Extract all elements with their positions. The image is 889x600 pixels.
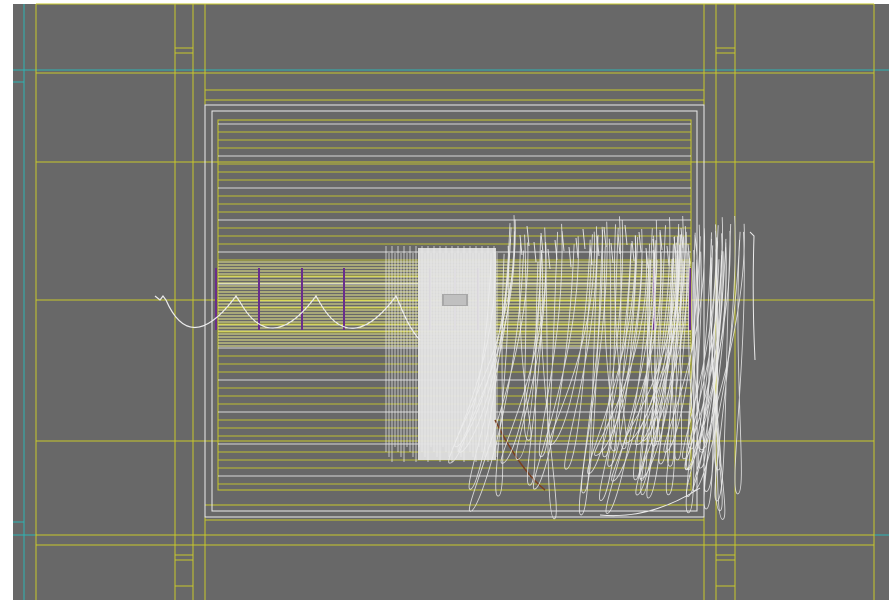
- loop-curve: [454, 219, 516, 448]
- loop-curve: [602, 219, 624, 458]
- loop-curve: [538, 223, 563, 458]
- loop-spike: [624, 224, 628, 246]
- loop-curve: [697, 237, 718, 469]
- loop-curve: [650, 232, 662, 447]
- loop-curve: [500, 243, 547, 464]
- loop-curve: [599, 235, 637, 502]
- loop-spike: [617, 233, 621, 255]
- loop-curve: [515, 241, 547, 460]
- loop-spike: [533, 241, 537, 263]
- loop-curve: [548, 231, 595, 446]
- loop-curve: [564, 226, 598, 470]
- dense-block: [385, 246, 546, 491]
- loop-curve: [710, 249, 726, 520]
- loop-curve: [468, 215, 515, 490]
- loop-curve: [646, 228, 680, 499]
- loop-spike: [519, 234, 523, 256]
- wave-curves: [154, 294, 421, 341]
- loop-curve: [703, 233, 723, 510]
- loop-spike: [666, 245, 670, 267]
- loop-curve: [633, 220, 658, 481]
- loop-curve: [594, 252, 647, 456]
- loop-curves: [448, 215, 756, 520]
- loop-spike: [680, 227, 684, 249]
- loop-curve: [682, 230, 717, 460]
- loop-spike: [540, 232, 544, 254]
- loop-spike: [638, 231, 642, 253]
- loop-curve: [684, 251, 724, 471]
- loop-curve: [674, 231, 688, 461]
- loop-spike: [547, 248, 551, 270]
- loop-spike: [687, 243, 691, 265]
- loop-curve: [539, 227, 557, 520]
- loop-curve: [691, 253, 705, 453]
- loop-curve: [532, 236, 579, 490]
- loop-spike: [575, 237, 579, 259]
- loop-curve: [658, 215, 684, 465]
- wave-curve: [154, 294, 421, 341]
- loop-spike: [673, 236, 677, 258]
- loop-spike: [610, 242, 614, 264]
- loop-spike: [596, 235, 600, 257]
- loop-spike: [568, 246, 572, 268]
- panel-outer: [204, 104, 705, 518]
- loop-spike: [554, 239, 558, 261]
- loop-spike: [526, 225, 530, 247]
- loop-spike: [652, 238, 656, 260]
- panel-inner: [211, 110, 698, 512]
- loop-spike: [561, 230, 565, 252]
- loop-curve: [749, 231, 756, 361]
- loop-spike: [582, 228, 586, 250]
- loop-curve: [734, 231, 745, 495]
- loop-curve: [581, 221, 608, 494]
- loop-curve: [519, 234, 532, 441]
- loop-curve: [599, 487, 701, 517]
- loop-spike: [659, 229, 663, 251]
- loop-spike: [694, 234, 698, 256]
- loop-curve: [468, 242, 529, 512]
- loop-curve: [605, 249, 654, 514]
- loop-curve: [639, 252, 689, 480]
- loop-curve: [714, 215, 736, 502]
- loop-curve: [448, 251, 496, 464]
- loop-curve: [640, 217, 671, 496]
- loop-curve: [624, 250, 677, 444]
- loop-spike: [589, 244, 593, 266]
- loop-curve: [663, 228, 706, 453]
- loop-curve: [635, 234, 682, 496]
- loop-curve: [607, 228, 643, 467]
- loop-curve: [495, 245, 510, 497]
- loop-curve: [527, 253, 544, 486]
- loop-spike: [603, 226, 607, 248]
- loop-curve: [685, 230, 731, 498]
- loop-spike: [631, 240, 635, 262]
- loop-spike: [645, 247, 649, 269]
